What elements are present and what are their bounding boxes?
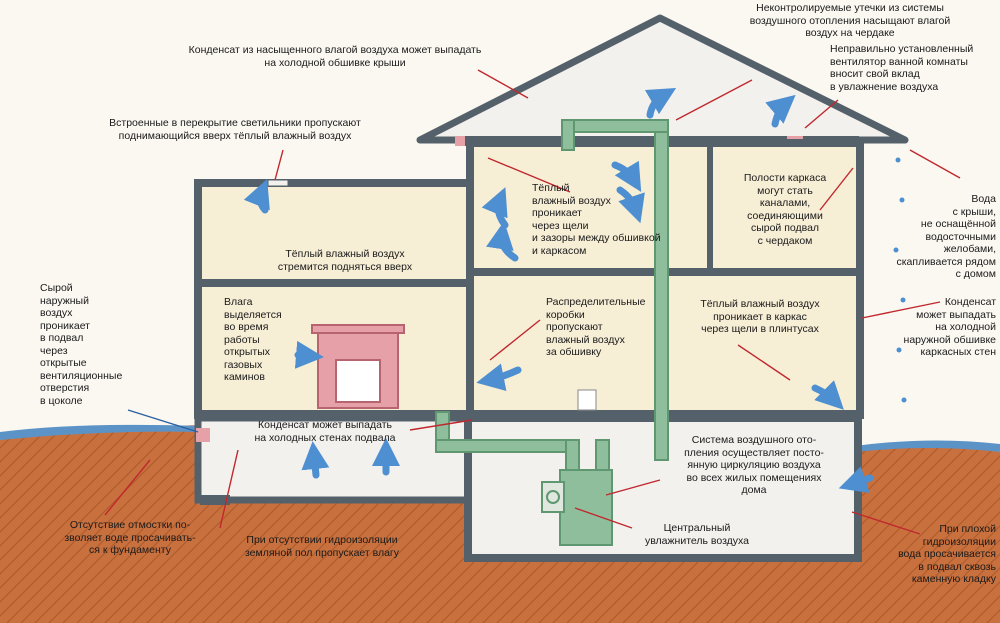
airflow-arrow-icon: [294, 340, 324, 369]
label-warm-air-rises: Тёплый влажный воздух стремится поднятьс…: [277, 248, 413, 273]
airflow-arrow-icon: [765, 94, 796, 128]
label-wall-condensate: Конденсат может выпадать на холодной нар…: [903, 296, 996, 358]
label-frame-cavities: Полости каркаса могут стать каналами, со…: [743, 172, 827, 247]
humidifier-icon: [541, 469, 613, 546]
airflow-arrow-icon: [616, 186, 645, 224]
label-no-blind-area: Отсутствие отмостки по- зволяет воде про…: [64, 519, 196, 556]
label-damp-air-vents: Сырой наружный воздух проникает в подвал…: [40, 282, 123, 407]
label-roof-water: Вода с крыши, не оснащённой водосточными…: [896, 193, 996, 280]
label-no-waterproofing-floor: При отсутствии гидроизоляции земляной по…: [244, 534, 400, 559]
label-heating-system: Система воздушного ото- пления осуществл…: [684, 434, 824, 496]
airflow-arrow-icon: [476, 363, 522, 391]
label-distribution-boxes: Распределительные коробки пропускают вла…: [546, 296, 646, 358]
airflow-arrow-icon: [301, 441, 330, 479]
ground: [0, 425, 1000, 623]
label-baseboard-gaps: Тёплый влажный воздух проникает в каркас…: [700, 298, 820, 335]
label-gas-fireplaces: Влага выделяется во время работы открыты…: [224, 296, 282, 383]
airflow-arrows: [243, 87, 874, 493]
ground-water: [0, 424, 1000, 452]
label-humidifier: Центральный увлажнитель воздуха: [644, 522, 750, 547]
airflow-arrow-icon: [486, 221, 519, 262]
label-ceiling-lights: Встроенные в перекрытие светильники проп…: [109, 117, 361, 142]
leader-lines: [104, 69, 961, 535]
water-drop-icon: [893, 157, 907, 403]
airflow-arrow-icon: [611, 160, 642, 193]
airflow-arrow-icon: [811, 380, 844, 410]
fireplace-icon: [311, 324, 405, 409]
label-bathroom-fan: Неправильно установленный вентилятор ван…: [830, 43, 974, 93]
label-attic-leaks: Неконтролируемые утечки из системы возду…: [749, 2, 951, 39]
floor-register-icon: [577, 389, 597, 411]
label-warm-air-gaps: Тёплый влажный воздух проникает через ще…: [532, 182, 661, 257]
airflow-arrow-icon: [838, 466, 874, 493]
label-roof-condensate: Конденсат из насыщенного влагой воздуха …: [188, 44, 482, 69]
airflow-arrow-icon: [644, 87, 677, 119]
airflow-arrow-icon: [243, 178, 270, 214]
label-basement-condensate: Конденсат может выпадать на холодных сте…: [254, 419, 396, 444]
label-poor-waterproofing: При плохой гидроизоляции вода просачивае…: [898, 523, 996, 585]
leader-lines-blue: [127, 409, 199, 433]
